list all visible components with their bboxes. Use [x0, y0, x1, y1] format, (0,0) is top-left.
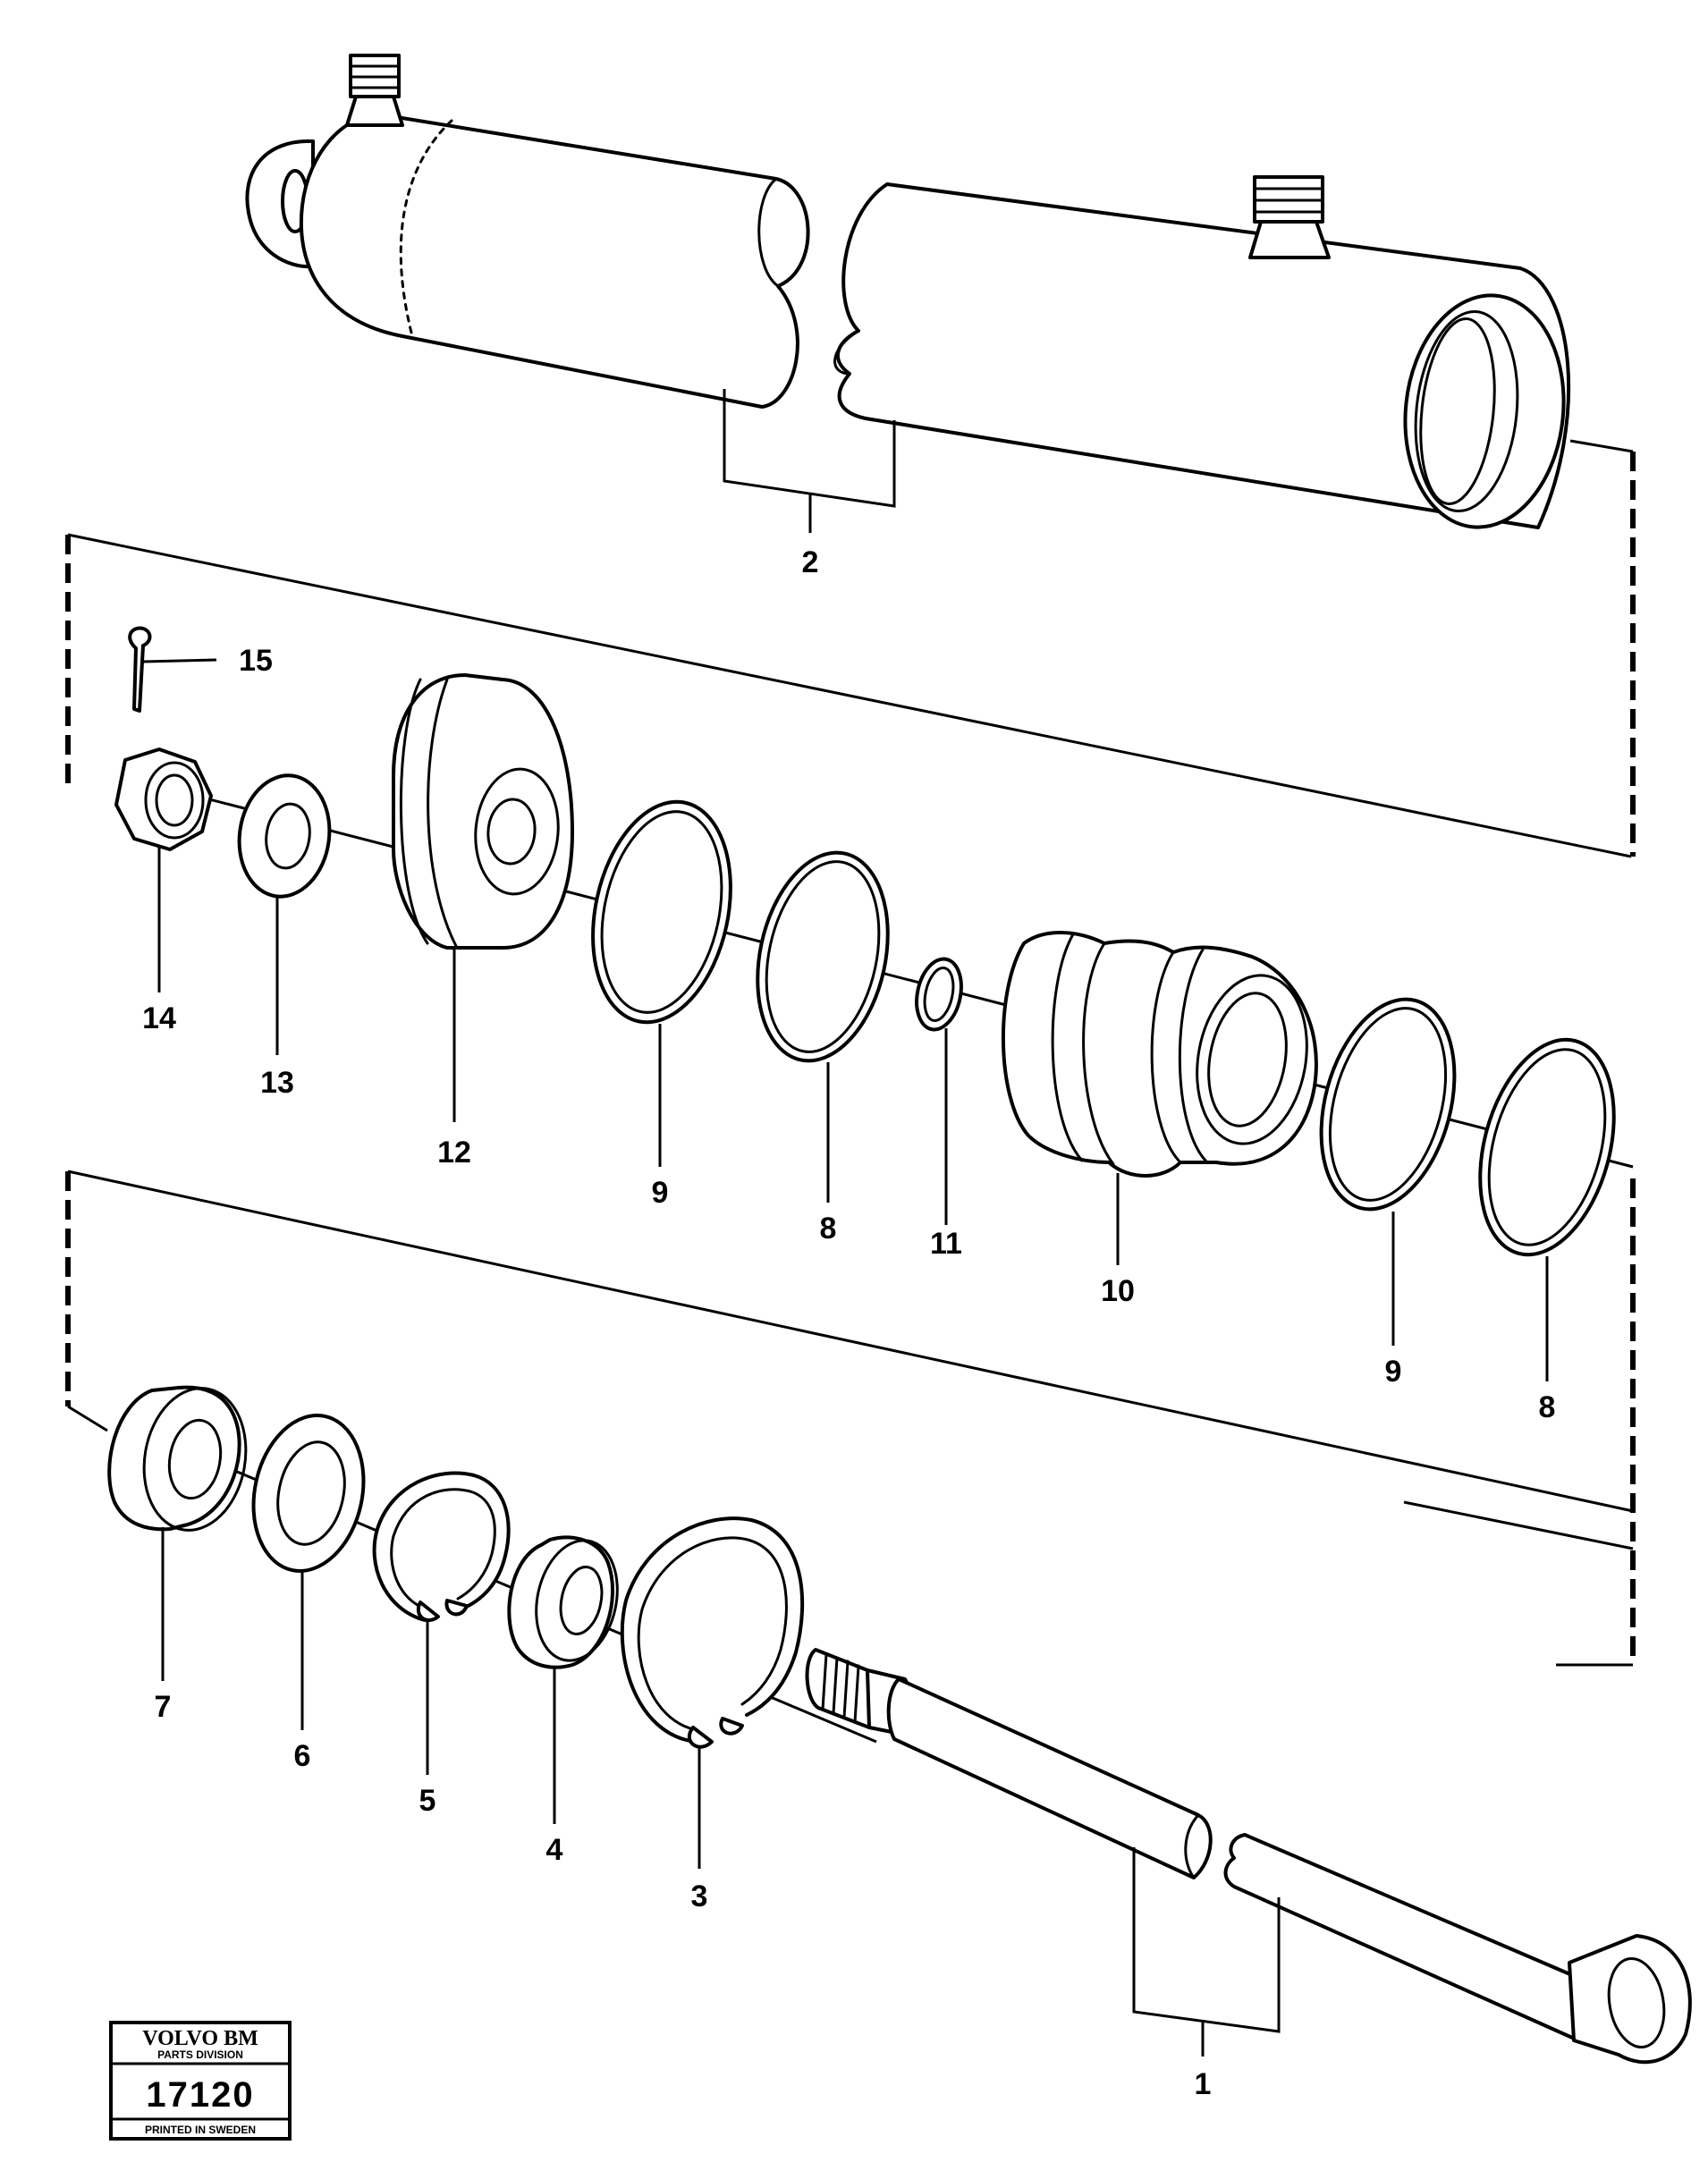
- part-15-split-pin: [128, 626, 217, 713]
- part-12-cylinder-head: [392, 673, 574, 1122]
- assembly-frames: [65, 439, 1636, 1667]
- cylinder-barrel: [245, 54, 1571, 533]
- callout-2: 2: [802, 545, 819, 579]
- callout-8-upper: 8: [820, 1212, 837, 1246]
- part-13-washer: [237, 773, 332, 1055]
- callout-1: 1: [1195, 2067, 1212, 2101]
- callout-5: 5: [419, 1784, 436, 1818]
- part-5-snap-ring: [372, 1471, 511, 1775]
- volvo-bm-stamp: VOLVO BM PARTS DIVISION 17120 PRINTED IN…: [109, 2021, 292, 2141]
- callout-7: 7: [155, 1690, 172, 1724]
- part-8-seal-upper: [756, 850, 890, 1203]
- callout-12: 12: [437, 1136, 471, 1170]
- stamp-number: 17120: [146, 2075, 254, 2115]
- callout-10: 10: [1101, 1274, 1135, 1308]
- callout-8-lower: 8: [1539, 1390, 1556, 1424]
- part-10-piston: [1002, 931, 1318, 1265]
- part-7-bushing: [107, 1385, 248, 1681]
- part-14-castle-nut: [114, 747, 213, 992]
- stamp-footer: PRINTED IN SWEDEN: [145, 2124, 256, 2136]
- callout-3: 3: [691, 1879, 708, 1913]
- callout-11: 11: [930, 1227, 962, 1261]
- callout-4: 4: [546, 1833, 563, 1867]
- part-11-o-ring: [915, 957, 963, 1225]
- part-3-snap-ring: [620, 1516, 805, 1869]
- stamp-brand: VOLVO BM: [142, 2027, 258, 2050]
- part-4-guide-ring: [507, 1535, 619, 1824]
- callout-6: 6: [294, 1739, 311, 1773]
- callout-13: 13: [260, 1066, 294, 1100]
- callout-9-upper: 9: [652, 1176, 669, 1210]
- part-6-wiper: [251, 1414, 366, 1730]
- callout-9-lower: 9: [1385, 1355, 1402, 1389]
- callout-14: 14: [142, 1001, 176, 1035]
- part-1-piston-rod: [805, 1648, 1692, 2065]
- part-8-seal-lower: [1478, 1037, 1616, 1381]
- callout-15: 15: [239, 644, 273, 678]
- stamp-division: PARTS DIVISION: [157, 2048, 243, 2061]
- part-9-seal-upper: [591, 799, 732, 1167]
- part-9-seal-lower: [1319, 997, 1457, 1346]
